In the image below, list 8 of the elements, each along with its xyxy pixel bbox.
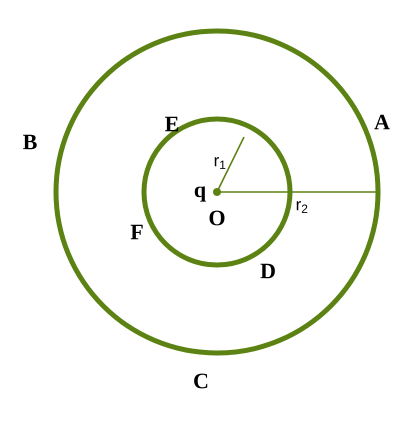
point-label: D <box>260 264 275 278</box>
point-label: E <box>165 116 178 132</box>
point-label: C <box>194 374 208 388</box>
point-label: A <box>374 114 390 130</box>
point-label: q <box>194 186 206 202</box>
point-label: B <box>23 134 37 150</box>
radius-label: r$_{1}$ <box>214 157 226 169</box>
point-label: O <box>210 210 224 226</box>
